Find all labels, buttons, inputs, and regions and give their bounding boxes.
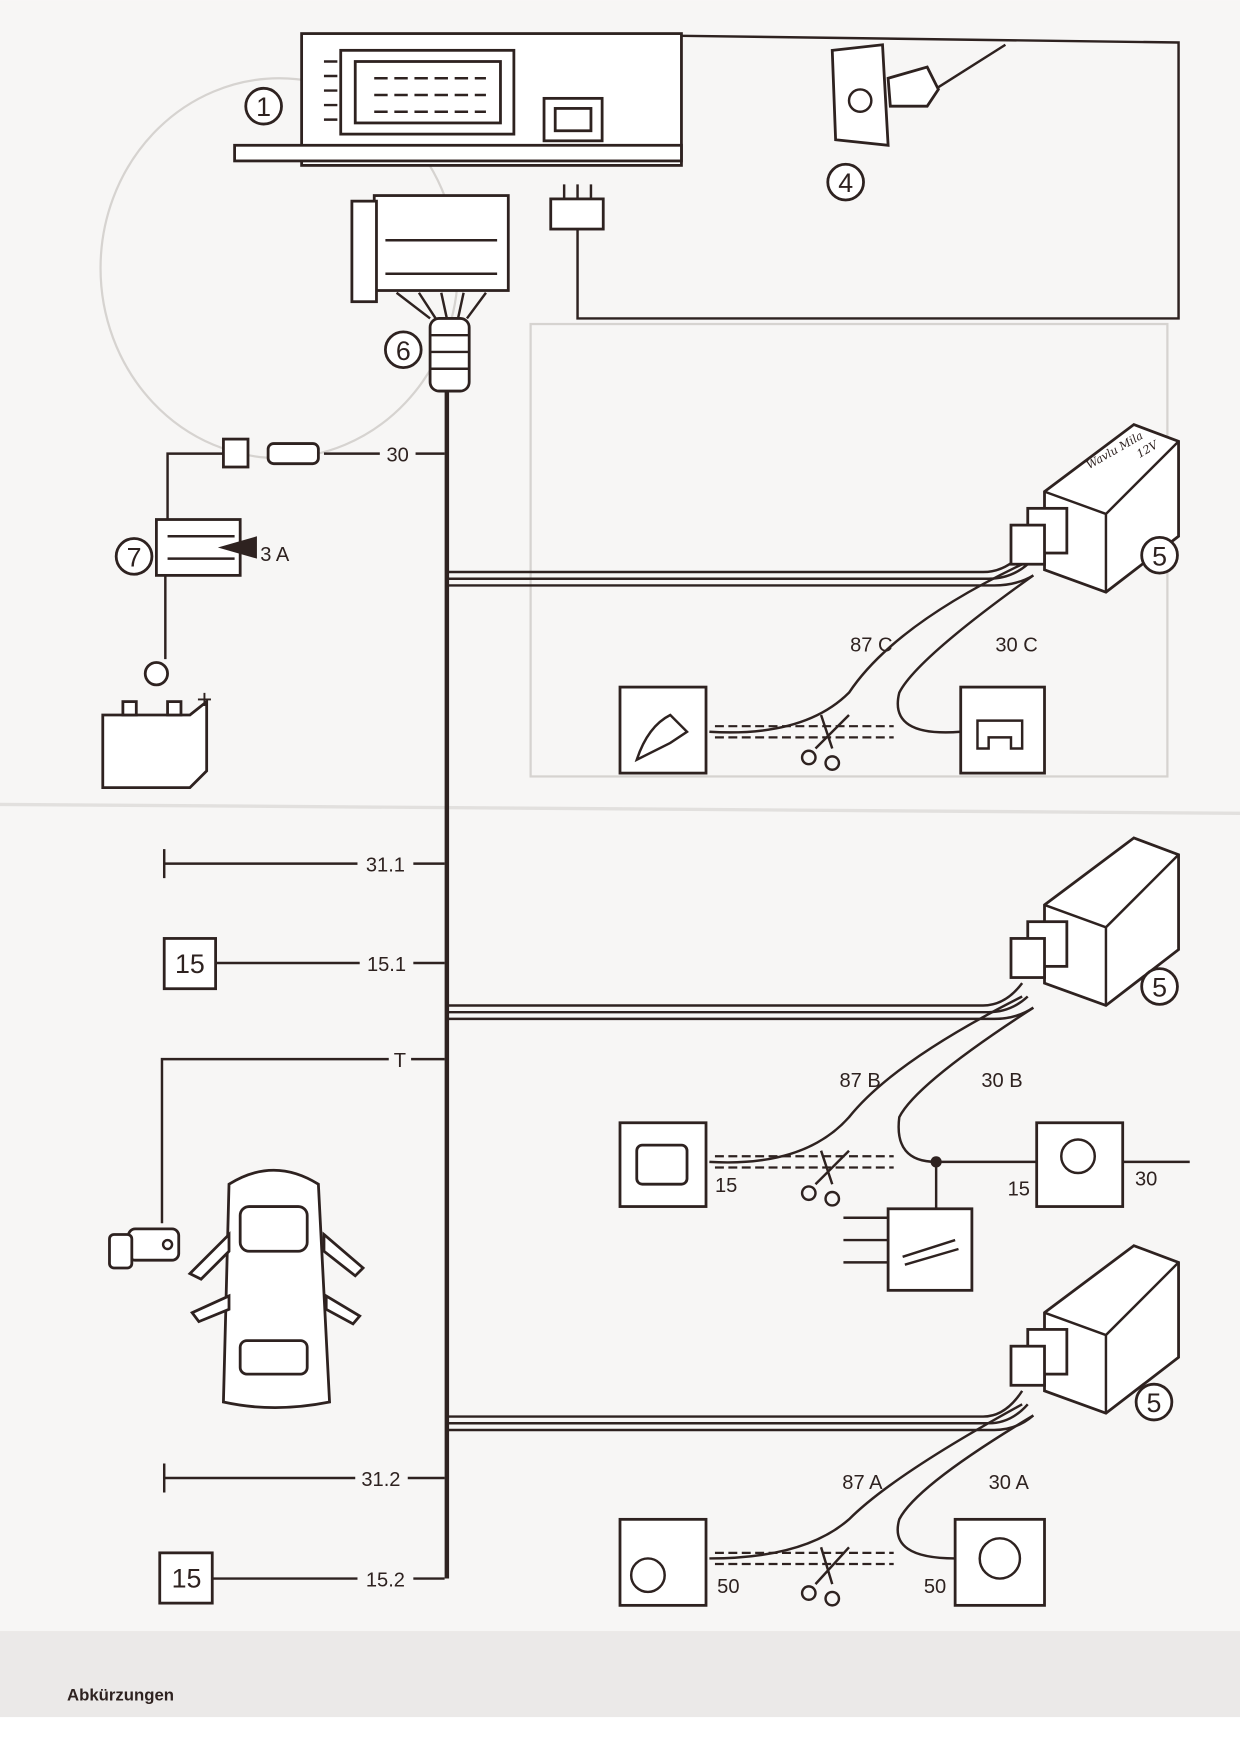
scissors-icon [800,1546,850,1607]
label-30c: 30 C [995,634,1037,656]
wire-31-2 [162,1463,445,1493]
harness-connector [350,194,510,393]
callout-6 [384,330,423,369]
callout-4-label: 4 [838,168,853,198]
scissors-icon [800,714,850,771]
label-ignition-30: 30 [1135,1168,1157,1190]
callout-5-a-label: 5 [1147,1388,1162,1418]
battery-icon [101,698,209,790]
relay-group-b [446,836,1190,1292]
box-15-a-label: 15 [175,949,205,979]
paper [0,0,1240,1717]
sensor-icon [830,43,1007,147]
callout-5-b-label: 5 [1152,973,1167,1003]
fuse-holder [155,518,257,577]
label-87b: 87 B [840,1070,881,1092]
label-15-2: 15.2 [366,1569,405,1591]
scissors-icon [800,1149,850,1207]
label-15-1: 15.1 [367,954,406,976]
callout-5-c [1140,535,1179,575]
wire-31-1 [162,849,445,879]
fold-line [0,802,1240,815]
label-T: T [394,1050,406,1072]
label-ignition-50: 50 [924,1576,946,1598]
callout-7 [114,537,154,576]
callout-7-label: 7 [127,542,142,572]
footer-heading: Abkürzungen [67,1685,174,1704]
label-ecu-15: 15 [715,1175,737,1197]
label-ignition-15: 15 [1008,1178,1030,1200]
label-31-2: 31.2 [361,1469,400,1491]
label-87a: 87 A [842,1472,883,1494]
callout-4 [826,162,865,202]
callout-5-b [1140,967,1179,1006]
callout-5-a [1134,1382,1174,1422]
control-unit [233,32,683,167]
callout-1 [244,86,283,126]
sensor-wire [576,34,1180,320]
fold-band [0,1631,1240,1718]
door-switch-icon [108,1227,181,1270]
wire-T [160,1057,445,1224]
battery-plus: + [197,684,213,714]
label-30b: 30 B [981,1070,1022,1092]
relay-group-a [446,1244,1180,1607]
label-31-1: 31.1 [366,854,405,876]
label-starter-50: 50 [717,1576,739,1598]
callout-5-c-label: 5 [1152,541,1167,571]
fuse-rating: 3 A [260,544,290,566]
callout-6-label: 6 [396,336,411,366]
sensor-connector [549,197,605,231]
car-top-view-icon [187,1168,366,1409]
callout-1-label: 1 [256,92,271,122]
label-30a: 30 A [989,1472,1030,1494]
inline-fuse-connector [222,437,250,469]
box-15-b-label: 15 [172,1563,202,1593]
box-15-b [158,1551,214,1605]
label-87c: 87 C [850,634,892,656]
ring-terminal [143,661,169,687]
label-30: 30 [387,444,409,466]
